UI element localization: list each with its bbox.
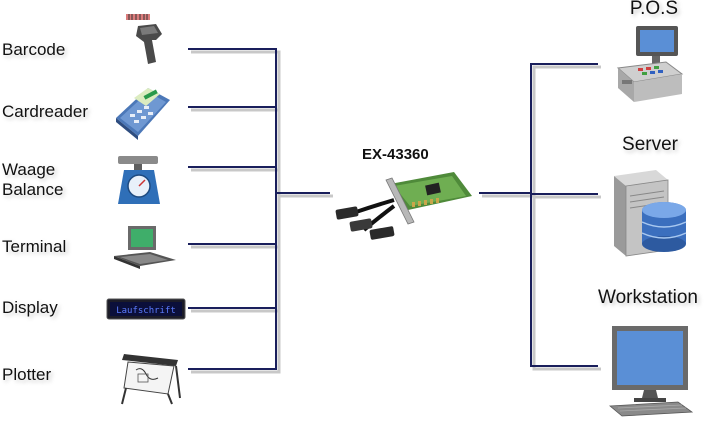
label-display: Display: [2, 298, 58, 317]
card-reader-icon: [116, 88, 170, 140]
label-plotter: Plotter: [2, 365, 52, 384]
server-icon: [614, 170, 687, 257]
led-display-text: Laufschrift: [116, 306, 176, 316]
barcode-scanner-icon: [126, 14, 162, 64]
scale-icon: [118, 156, 160, 204]
label-scale: Waage Balance: [2, 160, 64, 199]
label-terminal: Terminal: [2, 237, 67, 256]
card-title: EX-43360: [362, 146, 429, 163]
label-cardreader: Cardreader: [2, 102, 88, 121]
plotter-icon: [121, 354, 181, 405]
pci-serial-card-icon: [335, 172, 472, 240]
pos-terminal-icon: [616, 26, 684, 102]
left-bus-line: [188, 48, 277, 370]
label-workstation: Workstation: [598, 287, 698, 308]
workstation-icon: [608, 326, 694, 417]
label-barcode: Barcode: [2, 40, 66, 59]
led-display-icon: Laufschrift: [106, 298, 186, 320]
terminal-icon: [114, 226, 176, 269]
label-server: Server: [622, 134, 678, 155]
right-bus-line: [530, 63, 598, 367]
label-pos: P.O.S: [629, 0, 679, 19]
